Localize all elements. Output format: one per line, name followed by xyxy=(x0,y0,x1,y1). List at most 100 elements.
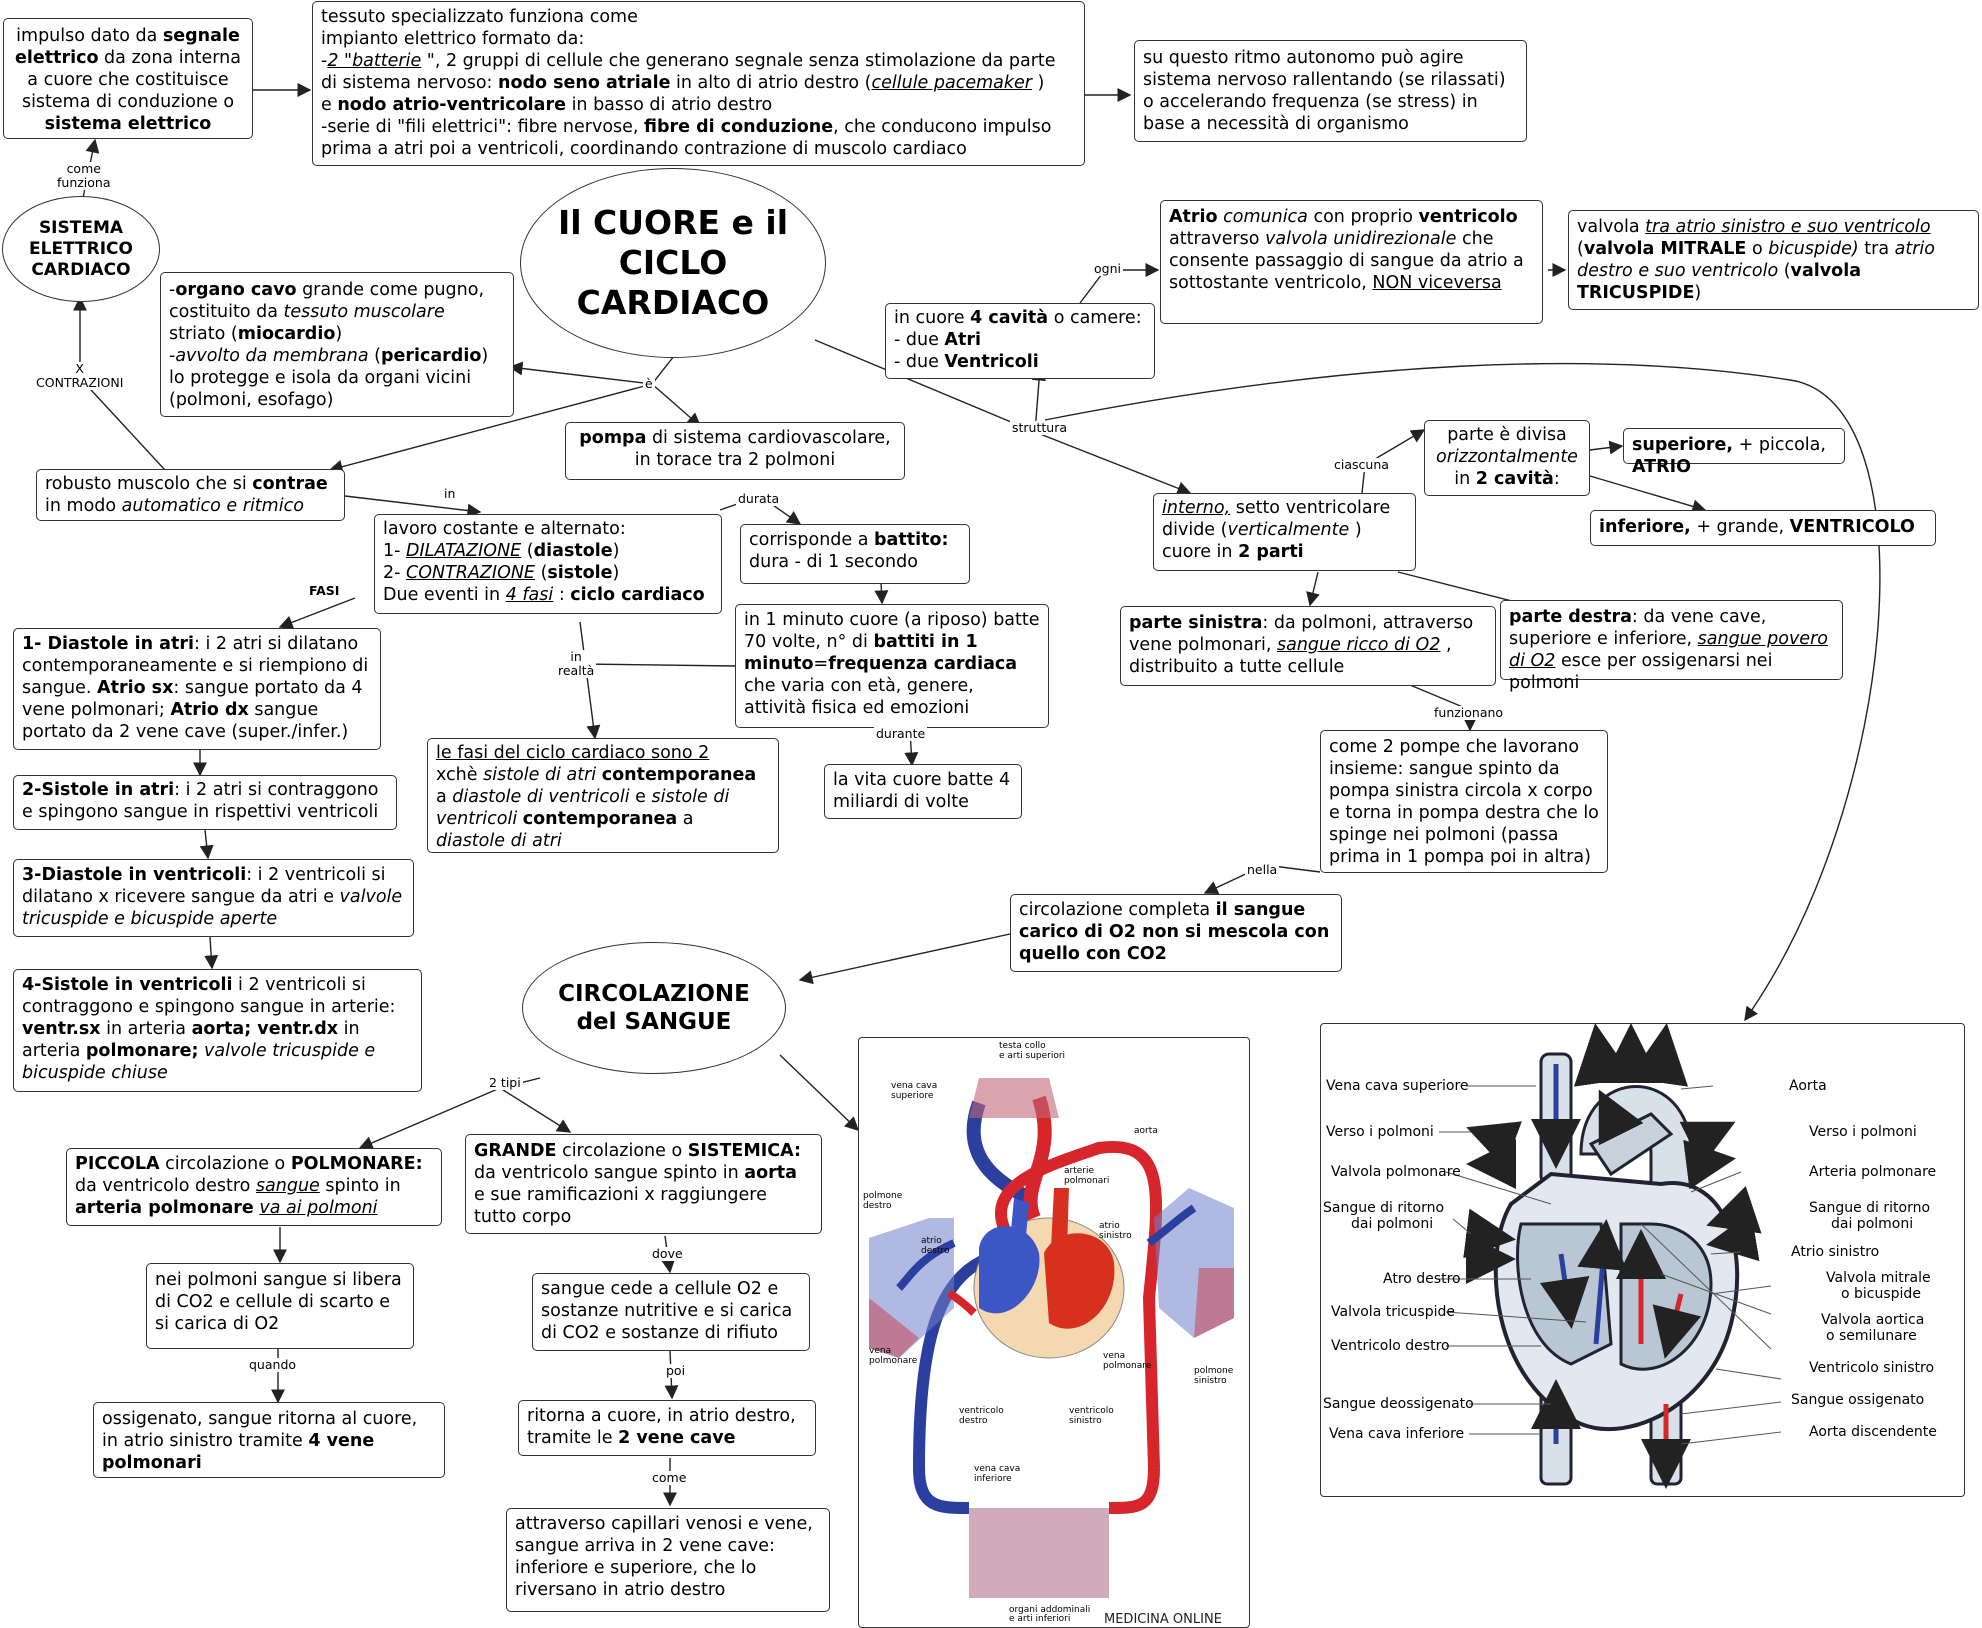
box-text: contemporanea xyxy=(601,765,757,785)
box-text: valvole tricuspide e bicuspide aperte xyxy=(22,887,403,929)
illustration-label: superiore xyxy=(891,1091,934,1101)
box-text: ) xyxy=(335,324,343,344)
box-text: circolazione o xyxy=(159,1154,291,1174)
label-2-tipi: 2 tipi xyxy=(487,1075,523,1090)
illustration-label: Valvola mitrale xyxy=(1826,1270,1931,1286)
box-text: ( xyxy=(521,541,534,561)
illustration-label: Vena cava superiore xyxy=(1326,1078,1469,1094)
heart-illustration: Vena cava superiore Verso i polmoni Valv… xyxy=(1320,1023,1965,1497)
label-durante: durante xyxy=(874,726,928,741)
illustration-label: vena xyxy=(1103,1351,1125,1361)
box-text: : da vene cave, superiore e inferiore, xyxy=(1509,607,1767,649)
box-text: segnale elettrico xyxy=(14,26,240,68)
box-text: il sangue carico di O2 non si mescola co… xyxy=(1019,900,1330,964)
box-text: sangue cede a cellule O2 e sostanze nutr… xyxy=(541,1279,793,1343)
illustration-label: vena cava xyxy=(891,1081,937,1091)
interno-box: interno, setto ventricolare divide (vert… xyxy=(1153,493,1416,571)
box-text: con proprio xyxy=(1307,207,1419,227)
grande-box: GRANDE circolazione o SISTEMICA: da vent… xyxy=(465,1134,822,1234)
box-text: , distribuito a tutte cellule xyxy=(1129,635,1452,677)
box-text: diastole di atri xyxy=(436,831,562,851)
box-text: nodo seno atriale xyxy=(498,73,671,93)
box-text: automatico e ritmico xyxy=(121,496,304,516)
box-text: lo protegge e isola da organi vicini xyxy=(169,368,472,388)
box-text: va ai polmoni xyxy=(259,1198,377,1218)
label-ciascuna: ciascuna xyxy=(1332,457,1391,472)
box-text: Atrio sx xyxy=(97,678,174,698)
illustration-label: organi addominali xyxy=(1009,1605,1090,1615)
box-text: ) xyxy=(612,563,620,583)
label-poi: poi xyxy=(664,1363,688,1378)
box-text: : i 2 ventricoli si dilatano x ricevere … xyxy=(22,865,386,907)
box-text: contemporanea xyxy=(522,809,678,829)
illustration-label: destro xyxy=(959,1416,988,1426)
box-text: PICCOLA xyxy=(75,1154,160,1174)
box-text: aorta xyxy=(744,1163,797,1183)
box-text: 3-Diastole in ventricoli xyxy=(22,865,247,885)
box-text: DILATAZIONE xyxy=(406,541,522,561)
illustration-label: testa collo xyxy=(999,1041,1046,1051)
box-text: o xyxy=(1746,239,1769,259)
illustration-label: vena cava xyxy=(974,1464,1020,1474)
fase1-box: 1- Diastole in atri: i 2 atri si dilatan… xyxy=(13,628,381,750)
box-text: polmonare; xyxy=(85,1041,199,1061)
box-text: + piccola, xyxy=(1733,435,1826,455)
box-text: di sistema cardiovascolare, xyxy=(646,428,891,448)
parte-sinistra-box: parte sinistra: da polmoni, attraverso v… xyxy=(1120,606,1496,686)
illustration-label: Ventricolo sinistro xyxy=(1809,1360,1934,1376)
box-text: sangue ricco di O2 xyxy=(1277,635,1440,655)
box-text: sistole di atri xyxy=(483,765,597,785)
box-text: verticalmente xyxy=(1227,520,1350,540)
box-text: 2-Sistole in atri xyxy=(22,780,175,800)
box-text: CONTRAZIONE xyxy=(406,563,535,583)
box-text: 2- xyxy=(383,563,407,583)
box-text: in cuore xyxy=(894,308,971,328)
box-text: da ventricolo sangue spinto in xyxy=(474,1163,745,1183)
cede-box: sangue cede a cellule O2 e sostanze nutr… xyxy=(532,1273,810,1351)
box-text: tessuto specializzato funziona come xyxy=(321,7,638,27)
battito-box: corrisponde a battito:dura - di 1 second… xyxy=(740,524,970,584)
box-text: e sue ramificazioni x raggiungere tutto … xyxy=(474,1185,767,1227)
box-text: circolazione completa xyxy=(1019,900,1216,920)
illustration-label: atrio xyxy=(921,1236,942,1246)
label-in: in xyxy=(442,486,458,501)
box-text: ventricolo xyxy=(1418,207,1518,227)
box-text: nodo atrio-ventricolare xyxy=(337,95,566,115)
box-text: tessuto muscolare xyxy=(283,302,445,322)
box-text: valvola MITRALE xyxy=(1583,239,1747,259)
box-text: impianto elettrico formato da: xyxy=(321,29,585,49)
box-text: 2 parti xyxy=(1238,542,1304,562)
box-text: 2 "batterie xyxy=(327,51,421,71)
box-text: che consente passaggio di sangue da atri… xyxy=(1169,229,1524,293)
box-text: ( xyxy=(535,563,548,583)
box-text: 4-Sistole in ventricoli xyxy=(22,975,233,995)
illustration-label: e arti superiori xyxy=(999,1051,1065,1061)
box-text: robusto muscolo che si xyxy=(45,474,253,494)
illustration-label: Aorta discendente xyxy=(1809,1424,1937,1440)
illustration-label: dai polmoni xyxy=(1351,1216,1433,1232)
box-text: - xyxy=(169,280,176,300)
box-text: valvole tricuspide e bicuspide chiuse xyxy=(22,1041,376,1083)
superiore-box: superiore, + piccola, ATRIO xyxy=(1623,428,1845,477)
illustration-label: Valvola tricuspide xyxy=(1331,1304,1455,1320)
box-text: diastole di ventricoli xyxy=(452,787,630,807)
box-text: cellule pacemaker xyxy=(871,73,1031,93)
illustration-label: Valvola aortica xyxy=(1821,1312,1924,1328)
fasi-reali-box: le fasi del ciclo cardiaco sono 2 xchè s… xyxy=(427,738,779,853)
box-text: valvola unidirezionale xyxy=(1265,229,1457,249)
box-text: in xyxy=(1454,469,1476,489)
box-text: organo cavo xyxy=(175,280,297,300)
circulation-drawing: testa collo e arti superiori vena cava s… xyxy=(863,1041,1234,1627)
piccola-box: PICCOLA circolazione o POLMONARE: da ven… xyxy=(66,1148,442,1226)
box-text: in modo xyxy=(45,496,122,516)
box-text: parte sinistra xyxy=(1129,613,1263,633)
illustration-label: destro xyxy=(921,1246,950,1256)
box-text: CONTRAZIONE xyxy=(406,563,535,583)
box-text: : i 2 atri si contraggono e spingono san… xyxy=(22,780,379,822)
polmoni-box: nei polmoni sangue si libera di CO2 e ce… xyxy=(146,1263,414,1349)
box-text: setto ventricolare divide ( xyxy=(1162,498,1391,540)
pompa-box: pompa di sistema cardiovascolare,in tora… xyxy=(565,422,905,480)
